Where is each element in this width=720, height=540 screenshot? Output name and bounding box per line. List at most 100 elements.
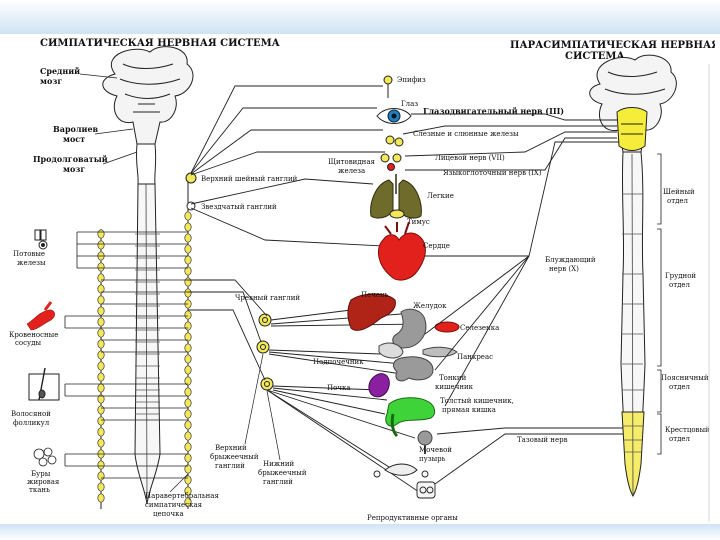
left-chain-ganglion: [97, 427, 105, 437]
label-hair-1: Волосяной: [11, 410, 51, 418]
right-chain-ganglion: [184, 376, 192, 386]
label-spleen: Селезенка: [460, 324, 499, 332]
thymus-icon: [389, 209, 405, 219]
label-bladder-2: пузырь: [419, 455, 446, 463]
superior-cervical-ganglion: [185, 172, 197, 184]
right-chain-ganglion: [184, 486, 192, 496]
label-medulla-2: мозг: [63, 164, 85, 174]
kidney-icon: [368, 373, 390, 398]
label-adipose-2: жировая: [27, 478, 60, 486]
label-superior-cervical: Верхний шейный ганглий: [201, 175, 298, 183]
right-chain-ganglion: [184, 332, 192, 342]
label-sweat-1: Потовые: [13, 250, 45, 258]
superior-mesenteric-ganglion: [256, 340, 270, 354]
label-facial: Лицевой нерв (VII): [435, 154, 505, 162]
label-lumbar-1: Поясничный: [661, 374, 709, 382]
right-chain-ganglion: [184, 321, 192, 331]
reproductive-organs-icon: [373, 463, 436, 499]
label-sweat-2: железы: [17, 259, 46, 267]
lungs-icon: [370, 174, 422, 219]
right-chain-ganglion: [184, 288, 192, 298]
parasympathetic-pathways: [402, 113, 623, 485]
sympathetic-chain-right: [184, 211, 192, 507]
autonomic-nervous-system-diagram: СИМПАТИЧЕСКАЯ НЕРВНАЯ СИСТЕМА ПАРАСИМПАТ…: [9, 38, 715, 522]
right-chain-ganglion: [184, 442, 192, 452]
right-spinal-cord: [620, 151, 646, 498]
label-thyroid-1: Щитовидная: [328, 158, 375, 166]
right-chain-ganglion: [184, 255, 192, 265]
label-vessel-2: сосуды: [15, 339, 41, 347]
right-chain-ganglion: [184, 409, 192, 419]
label-celiac: Чревный ганглий: [235, 294, 300, 302]
left-chain-ganglion: [97, 372, 105, 382]
label-vagus-1: Блуждающий: [545, 256, 596, 264]
label-eye: Глаз: [401, 100, 418, 108]
right-chain-ganglion: [184, 398, 192, 408]
left-brainstem: [102, 46, 194, 185]
label-bladder-1: Мочевой: [419, 446, 452, 454]
right-chain-ganglion: [184, 365, 192, 375]
top-border: [0, 0, 720, 34]
label-sup-mes-1: Верхний: [215, 444, 247, 452]
left-spinal-cord: [134, 183, 161, 505]
label-glossopharyngeal: Языкоглоточный нерв (IX): [443, 169, 542, 177]
right-chain-ganglion: [184, 354, 192, 364]
sweat-gland-icon: [34, 229, 48, 250]
left-chain-ganglion: [97, 317, 105, 327]
bladder-icon: [417, 430, 433, 454]
liver-icon: [347, 293, 396, 331]
label-large-int-1: Толстый кишечник,: [440, 397, 514, 405]
label-oculomotor: Глазодвигательный нерв (III): [423, 106, 564, 116]
label-paravert-2: симпатическая: [145, 501, 203, 509]
right-chain-ganglion: [184, 497, 192, 507]
label-stellate: Звездчатый ганглий: [201, 203, 277, 211]
label-sup-mes-3: ганглий: [215, 462, 245, 470]
left-chain-ganglion: [97, 339, 105, 349]
tear-salivary-icon: [385, 135, 404, 147]
spinal-cord-segments: [135, 233, 160, 415]
blood-vessel-icon: [26, 301, 55, 331]
left-target-rails: [64, 231, 188, 479]
label-thymus: Тимус: [407, 218, 430, 226]
label-adipose-1: Буры: [31, 470, 51, 478]
label-lumbar-2: отдел: [669, 383, 691, 391]
label-cervical-2: отдел: [667, 197, 689, 205]
heart-icon: [377, 221, 426, 281]
diagram-page: СИМПАТИЧЕСКАЯ НЕРВНАЯ СИСТЕМА ПАРАСИМПАТ…: [5, 34, 715, 524]
left-chain-ganglion: [97, 240, 105, 250]
left-chain-ganglion: [97, 361, 105, 371]
right-chain-ganglion: [184, 266, 192, 276]
label-sup-mes-2: брыжеечный: [210, 453, 259, 461]
right-chain-ganglion: [184, 211, 192, 221]
left-chain-ganglion: [97, 482, 105, 492]
left-chain-ganglion: [97, 460, 105, 470]
label-sacral-2: отдел: [669, 435, 691, 443]
label-small-int-1: Тонкий: [439, 374, 467, 382]
right-chain-ganglion: [184, 464, 192, 474]
bottom-border: [0, 524, 720, 540]
left-chain-ganglion: [97, 306, 105, 316]
right-chain-ganglion: [184, 387, 192, 397]
label-thoracic-2: отдел: [669, 281, 691, 289]
label-sacral-1: Крестцовый: [665, 426, 710, 434]
label-pineal: Эпифиз: [397, 76, 426, 84]
title-parasympathetic-line2: СИСТЕМА: [565, 51, 625, 62]
left-chain-ganglion: [97, 416, 105, 426]
pineal-icon: [383, 75, 393, 98]
label-pons-1: Варолиев: [53, 124, 99, 134]
title-parasympathetic-line1: ПАРАСИМПАТИЧЕСКАЯ НЕРВНАЯ: [510, 40, 715, 51]
label-hair-2: фолликул: [13, 419, 50, 427]
label-inf-mes-2: брыжеечный: [258, 469, 307, 477]
right-chain-ganglion: [184, 277, 192, 287]
left-chain-ganglion: [97, 273, 105, 283]
label-midbrain-2: мозг: [40, 76, 62, 86]
label-vagus-2: нерв (X): [549, 265, 579, 273]
label-kidney: Почка: [327, 384, 351, 392]
brain-leader-lines: [79, 73, 138, 165]
label-large-int-2: прямая кишка: [442, 406, 496, 414]
inferior-mesenteric-ganglion: [260, 377, 274, 391]
label-reproductive: Репродуктивные органы: [367, 514, 458, 522]
label-pelvic: Тазовый нерв: [517, 436, 568, 444]
eye-icon: [376, 108, 412, 124]
